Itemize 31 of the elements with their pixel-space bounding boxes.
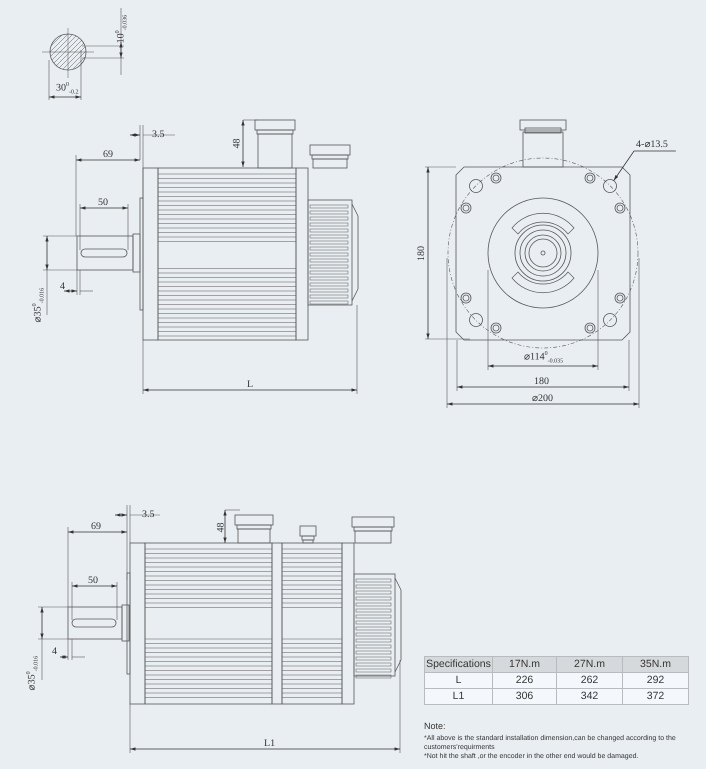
dimension-value: 180 (416, 246, 427, 261)
dimension-value: 180 (534, 376, 549, 387)
mounting-hole (603, 179, 617, 193)
table-cell: L (424, 672, 493, 689)
dimension-value: 48 (232, 138, 242, 148)
dimension-value: ⌀200 (532, 393, 553, 404)
dimension-value: 3.5 (152, 129, 164, 140)
dimension-value: L1 (264, 738, 276, 749)
callout-label: 4-⌀13.5 (636, 139, 668, 150)
dimension-value: 69 (91, 521, 101, 532)
table-cell: 226 (492, 672, 557, 689)
table-header: 17N.m (492, 656, 557, 673)
dimension-value: 48 (216, 522, 226, 532)
dimension-value: 3.5 (142, 509, 154, 520)
dimension-value: L (247, 379, 254, 390)
table-cell: 292 (622, 672, 689, 689)
dimension-value: 50 (88, 575, 98, 586)
dimension-value: 4 (60, 281, 65, 292)
note-heading: Note: (424, 722, 447, 731)
leader-line (613, 150, 676, 181)
dimension-value: 4 (52, 646, 57, 657)
table-cell: L1 (424, 688, 493, 705)
table-header: Specifications (424, 656, 493, 673)
table-cell: 342 (556, 688, 623, 705)
dimension-value: 69 (103, 149, 113, 160)
dimension-value: 50 (98, 197, 108, 208)
table-header: 27N.m (556, 656, 623, 673)
table-cell: 262 (556, 672, 623, 689)
table-header: 35N.m (622, 656, 689, 673)
table-cell: 372 (622, 688, 689, 705)
table-cell: 306 (492, 688, 557, 705)
